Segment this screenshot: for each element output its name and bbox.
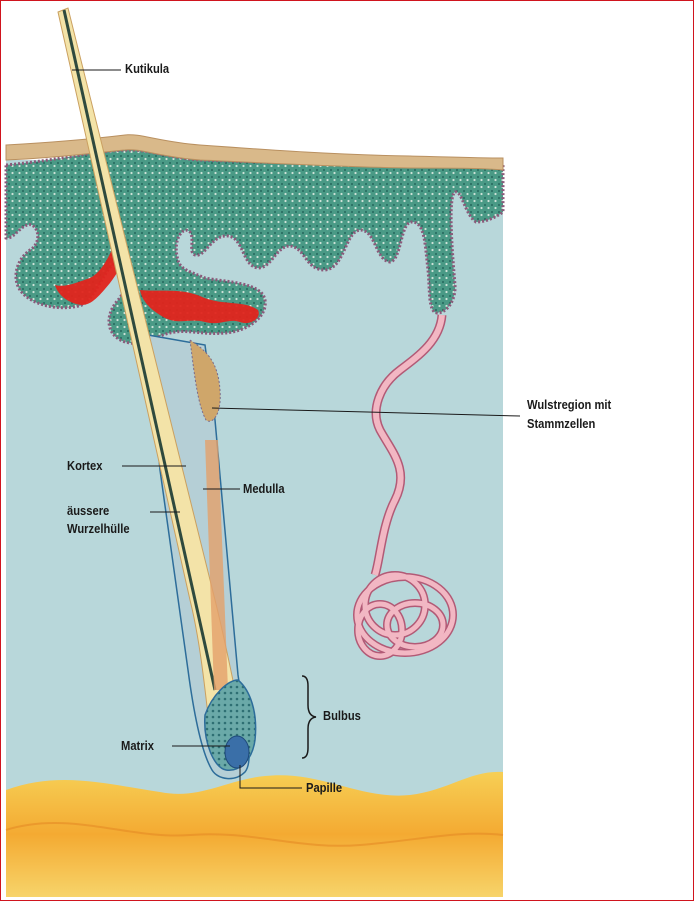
label-wulstregion-line2: Stammzellen (527, 415, 595, 432)
label-medulla: Medulla (243, 480, 285, 497)
label-wulstregion-line1: Wulstregion mit (527, 396, 611, 413)
label-aussere-line1: äussere (67, 502, 109, 519)
label-aussere-line2: Wurzelhülle (67, 520, 130, 537)
label-kortex: Kortex (67, 457, 102, 474)
label-kutikula: Kutikula (125, 60, 169, 77)
papilla (225, 736, 249, 768)
label-matrix: Matrix (121, 737, 154, 754)
label-papille: Papille (306, 779, 342, 796)
label-bulbus: Bulbus (323, 707, 361, 724)
